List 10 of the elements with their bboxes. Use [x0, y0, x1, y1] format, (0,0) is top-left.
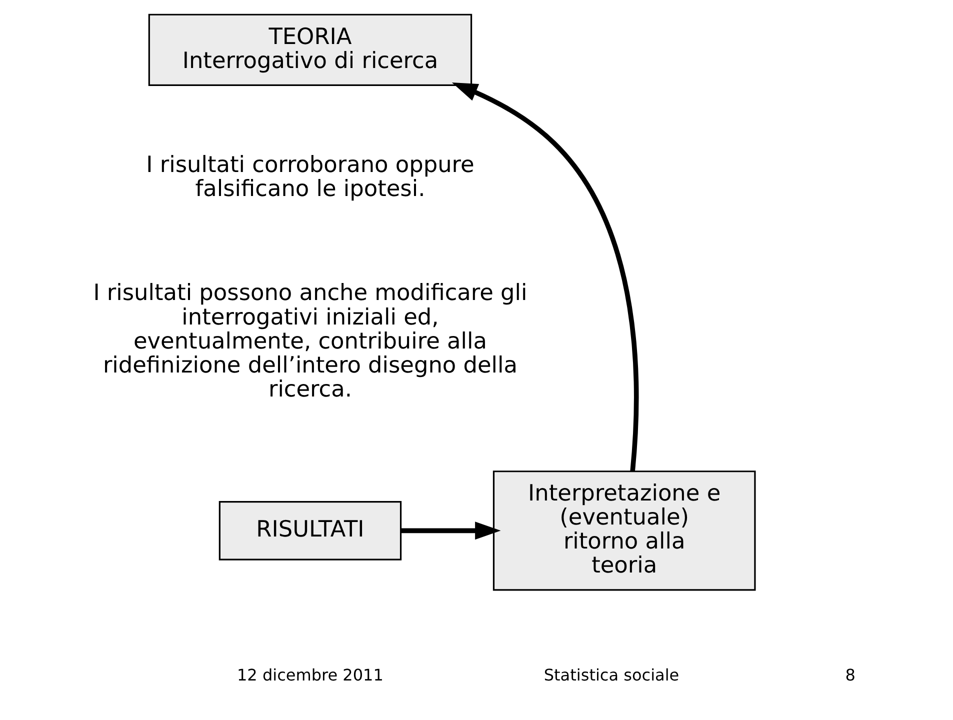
- label: 12 dicembre 2011: [237, 666, 384, 685]
- node-box: RISULTATI: [218, 501, 402, 560]
- arrow: [401, 522, 501, 540]
- node-box: Interpretazione e (eventuale) ritorno alla teoria: [492, 470, 756, 591]
- label: 8: [845, 666, 856, 685]
- label: Statistica sociale: [544, 666, 680, 685]
- arrow: [452, 82, 639, 472]
- node-box: TEORIA Interrogativo di ricerca: [148, 14, 472, 86]
- label: I risultati possono anche modificare gli interrogativi iniziali ed, eventualmente, contribuire alla ridefinizione dell’intero disegno della ricerca.: [93, 280, 528, 402]
- label: I risultati corroborano oppure falsificano le ipotesi.: [146, 152, 474, 202]
